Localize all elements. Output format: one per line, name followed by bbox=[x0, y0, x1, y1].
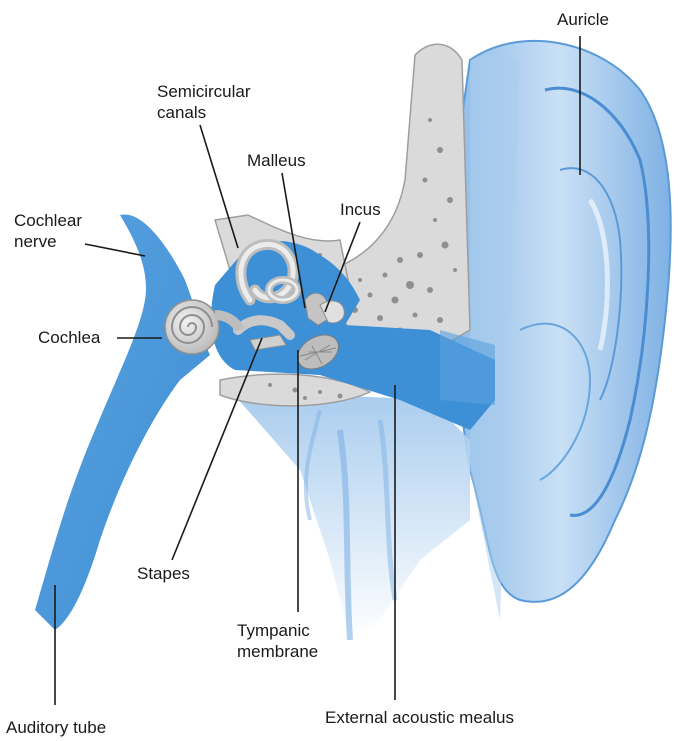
label-auricle: Auricle bbox=[557, 9, 609, 30]
label-cochlear-nerve-line2: nerve bbox=[14, 231, 57, 252]
label-semicircular-canals-line1: Semicircular bbox=[157, 81, 251, 102]
label-tympanic-membrane-line2: membrane bbox=[237, 641, 318, 662]
label-cochlea: Cochlea bbox=[38, 327, 100, 348]
label-malleus: Malleus bbox=[247, 150, 306, 171]
label-cochlear-nerve-line1: Cochlear bbox=[14, 210, 82, 231]
label-auditory-tube: Auditory tube bbox=[6, 717, 106, 738]
cochlear-nerve-leader bbox=[85, 244, 145, 256]
auricle-shape bbox=[450, 41, 671, 620]
label-external-acoustic-mealus: External acoustic mealus bbox=[325, 707, 514, 728]
label-tympanic-membrane-line1: Tympanic bbox=[237, 620, 310, 641]
label-semicircular-canals-line2: canals bbox=[157, 102, 206, 123]
label-incus: Incus bbox=[340, 199, 381, 220]
label-stapes: Stapes bbox=[137, 563, 190, 584]
inferior-tissue bbox=[220, 374, 470, 640]
